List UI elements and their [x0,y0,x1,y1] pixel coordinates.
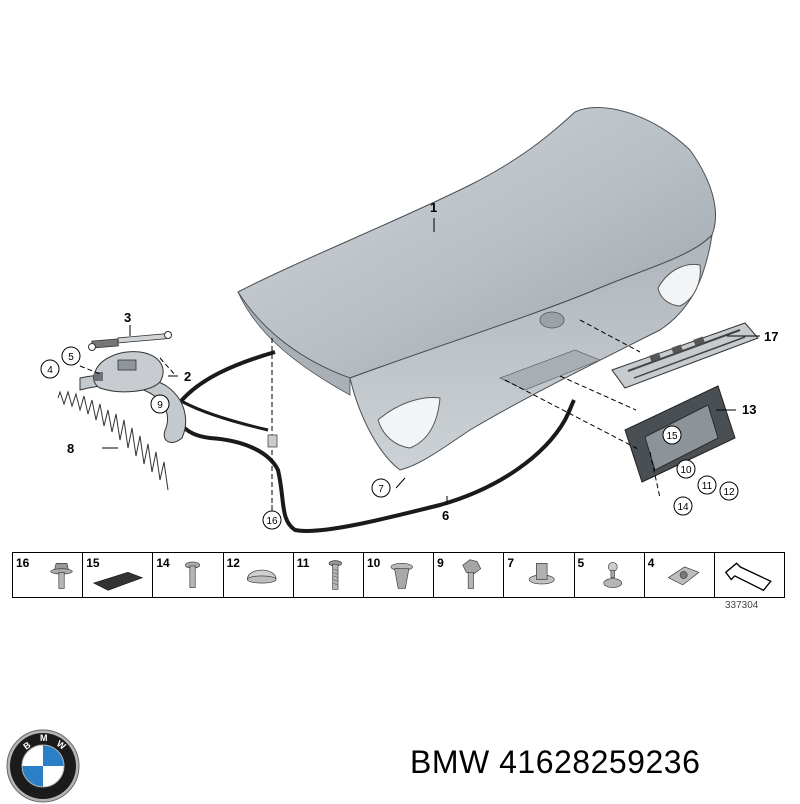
diagram-code: 337304 [725,600,759,611]
cap-icon [246,569,276,584]
leader-lines [79,319,661,505]
legend-cell-4: 4 [645,553,715,597]
callout-10: 10 [680,465,692,476]
trunk-lid [237,107,717,471]
direction-arrow-icon [724,562,772,592]
screw-pan-head-icon [185,561,201,588]
legend-number: 11 [296,556,310,570]
svg-text:M: M [40,733,48,743]
bolt-icon [328,560,342,590]
callout-4: 4 [47,365,53,376]
part-caption: BMW 41628259236 [410,744,700,781]
legend-number: 10 [366,556,381,570]
legend-number: 9 [437,556,444,570]
legend-number: 12 [226,556,240,570]
legend-number: 5 [577,556,585,570]
callout-2: 2 [184,369,191,384]
legend-cell-7: 7 [504,553,575,597]
legend-cell-15: 15 [83,553,154,597]
tension-spring [57,390,169,491]
brand-name: BMW [410,744,490,780]
legend-cell-5: 5 [575,553,645,597]
callout-9: 9 [157,400,163,411]
legend-cell-16: 16 [13,553,84,597]
ball-stud-icon [602,562,622,588]
callout-13: 13 [742,402,756,417]
callout-7: 7 [378,484,384,495]
legend-cell-10: 10 [364,553,435,597]
legend-number: 16 [16,556,30,570]
legend-number: 7 [507,556,514,570]
legend-cell-12: 12 [224,553,294,597]
callout-11: 11 [702,481,713,492]
parts-legend: 16 15 14 12 11 10 9 7 5 4 [12,552,785,598]
callout-5: 5 [68,352,74,363]
callout-14: 14 [677,502,689,513]
expansion-clip-icon [529,563,555,585]
legend-cell-11: 11 [294,553,364,597]
part-number: 41628259236 [499,744,701,780]
callout-16: 16 [266,516,278,527]
screw-flanged-icon [50,563,73,589]
callout-1: 1 [430,200,437,215]
plastic-rivet-icon [390,563,413,589]
callout-15: 15 [666,431,678,442]
callout-3: 3 [124,310,131,325]
legend-number: 4 [647,556,655,570]
callout-6: 6 [442,508,449,523]
legend-number: 14 [156,556,170,570]
trunk-lock [93,351,164,393]
hex-nut-icon [462,559,482,589]
callout-12: 12 [723,487,735,498]
callout-17: 17 [764,329,778,344]
clip-nut-icon [667,566,700,586]
callout-8: 8 [67,441,74,456]
legend-cell-9: 9 [434,553,505,597]
bmw-logo: B M W [6,729,80,803]
legend-cell-14: 14 [153,553,224,597]
legend-cell-arrow [715,553,784,597]
lift-strut [88,331,172,351]
license-plate-bracket [611,322,759,389]
legend-number: 15 [86,556,100,570]
parts-diagram: 1 2 3 6 8 13 17 4 5 9 7 16 15 10 11 12 1… [40,107,778,533]
foam-pad-icon [93,571,144,591]
svg-text:B: B [21,739,32,751]
